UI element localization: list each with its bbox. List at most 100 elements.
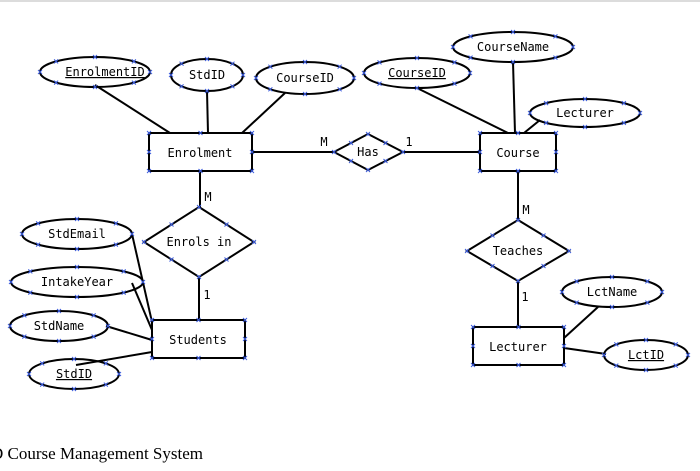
marker-stroke (253, 75, 259, 81)
marker-stroke (673, 342, 679, 347)
marker-stroke (56, 308, 62, 314)
marker-stroke (637, 110, 643, 116)
marker-stroke (146, 149, 152, 155)
marker-stroke (131, 80, 137, 85)
marker-stroke (168, 72, 174, 78)
line-intakeyear-students (131, 282, 153, 331)
marker-stroke (91, 334, 97, 339)
marker-stroke (249, 149, 255, 155)
marker-stroke (400, 149, 406, 155)
marker-stroke (92, 54, 98, 60)
marker-stroke (39, 361, 45, 366)
marker-stroke (613, 342, 619, 347)
marker-stroke (74, 264, 80, 270)
marker-stroke (561, 343, 567, 349)
marker-stroke (516, 362, 521, 368)
marker-stroke (302, 59, 308, 65)
marker-stroke (230, 83, 235, 89)
cardinality-has-course: 1 (405, 135, 412, 149)
marker-stroke (452, 60, 457, 65)
marker-stroke (39, 382, 45, 387)
marker-stroke (204, 88, 210, 94)
attr-label-lctname: LctName (587, 285, 638, 299)
marker-stroke (74, 246, 80, 252)
marker-stroke (196, 204, 202, 210)
marker-stroke (147, 69, 153, 75)
marker-stroke (348, 140, 354, 146)
marker-stroke (383, 140, 388, 146)
line-courseid-enrolment (241, 92, 286, 134)
cardinality-enrols-enrolment: M (204, 190, 211, 204)
marker-stroke (351, 75, 357, 81)
attr-label-enrol-courseid: CourseID (276, 71, 334, 85)
marker-stroke (470, 343, 476, 349)
marker-stroke (121, 290, 127, 295)
cardinality-enrols-students: 1 (203, 288, 210, 302)
marker-stroke (452, 81, 457, 86)
marker-stroke (574, 279, 579, 284)
marker-stroke (113, 221, 119, 226)
marker-stroke (129, 231, 135, 237)
marker-stroke (74, 216, 80, 222)
marker-stroke (103, 361, 109, 366)
marker-stroke (553, 168, 559, 174)
marker-stroke (601, 352, 607, 358)
marker-stroke (516, 324, 521, 330)
line-stdname-students (105, 325, 153, 341)
cardinality-teaches-lecturer: 1 (521, 290, 528, 304)
marker-stroke (477, 168, 483, 174)
marker-stroke (242, 336, 248, 342)
marker-stroke (377, 81, 382, 86)
marker-stroke (92, 84, 98, 90)
marker-stroke (251, 239, 257, 245)
marker-stroke (673, 363, 679, 368)
marker-stroke (337, 64, 343, 70)
marker-stroke (302, 91, 308, 97)
line-lctid-lecturer (563, 347, 607, 355)
marker-stroke (204, 56, 210, 62)
marker-stroke (242, 317, 248, 323)
marker-stroke (149, 317, 155, 323)
marker-stroke (621, 100, 627, 106)
marker-stroke (196, 274, 202, 280)
relationship-label-enrols-in: Enrols in (166, 235, 231, 249)
marker-stroke (450, 44, 456, 50)
marker-stroke (149, 355, 155, 361)
marker-stroke (331, 149, 337, 155)
marker-stroke (249, 130, 255, 136)
marker-stroke (527, 110, 533, 116)
marker-stroke (141, 239, 147, 245)
attr-label-stdname: StdName (34, 319, 85, 333)
line-stdid-students (75, 351, 153, 366)
marker-stroke (56, 338, 62, 344)
marker-stroke (242, 355, 248, 361)
marker-stroke (21, 313, 27, 318)
marker-stroke (515, 217, 521, 223)
marker-stroke (659, 289, 665, 295)
attr-label-coursename: CourseName (477, 40, 549, 54)
marker-stroke (643, 367, 649, 373)
selection-markers (7, 29, 691, 392)
marker-stroke (477, 130, 483, 136)
marker-stroke (7, 323, 13, 329)
marker-stroke (515, 278, 521, 284)
marker-stroke (515, 168, 521, 174)
marker-stroke (467, 70, 473, 76)
marker-stroke (53, 59, 59, 64)
marker-stroke (685, 352, 691, 358)
cardinality-teaches-course: M (522, 203, 529, 217)
marker-stroke (570, 44, 576, 50)
marker-stroke (490, 233, 495, 238)
marker-stroke (103, 382, 109, 387)
attr-label-course-lecturer: Lecturer (556, 106, 614, 120)
entity-label-enrolment: Enrolment (167, 146, 232, 160)
marker-stroke (35, 242, 41, 247)
marker-stroke (566, 248, 572, 254)
attr-label-stdemail: StdEmail (48, 227, 106, 241)
marker-stroke (91, 313, 97, 318)
entity-label-lecturer: Lecturer (489, 340, 547, 354)
marker-stroke (37, 69, 43, 75)
marker-stroke (131, 59, 137, 64)
marker-stroke (224, 257, 229, 262)
marker-stroke (361, 70, 367, 76)
